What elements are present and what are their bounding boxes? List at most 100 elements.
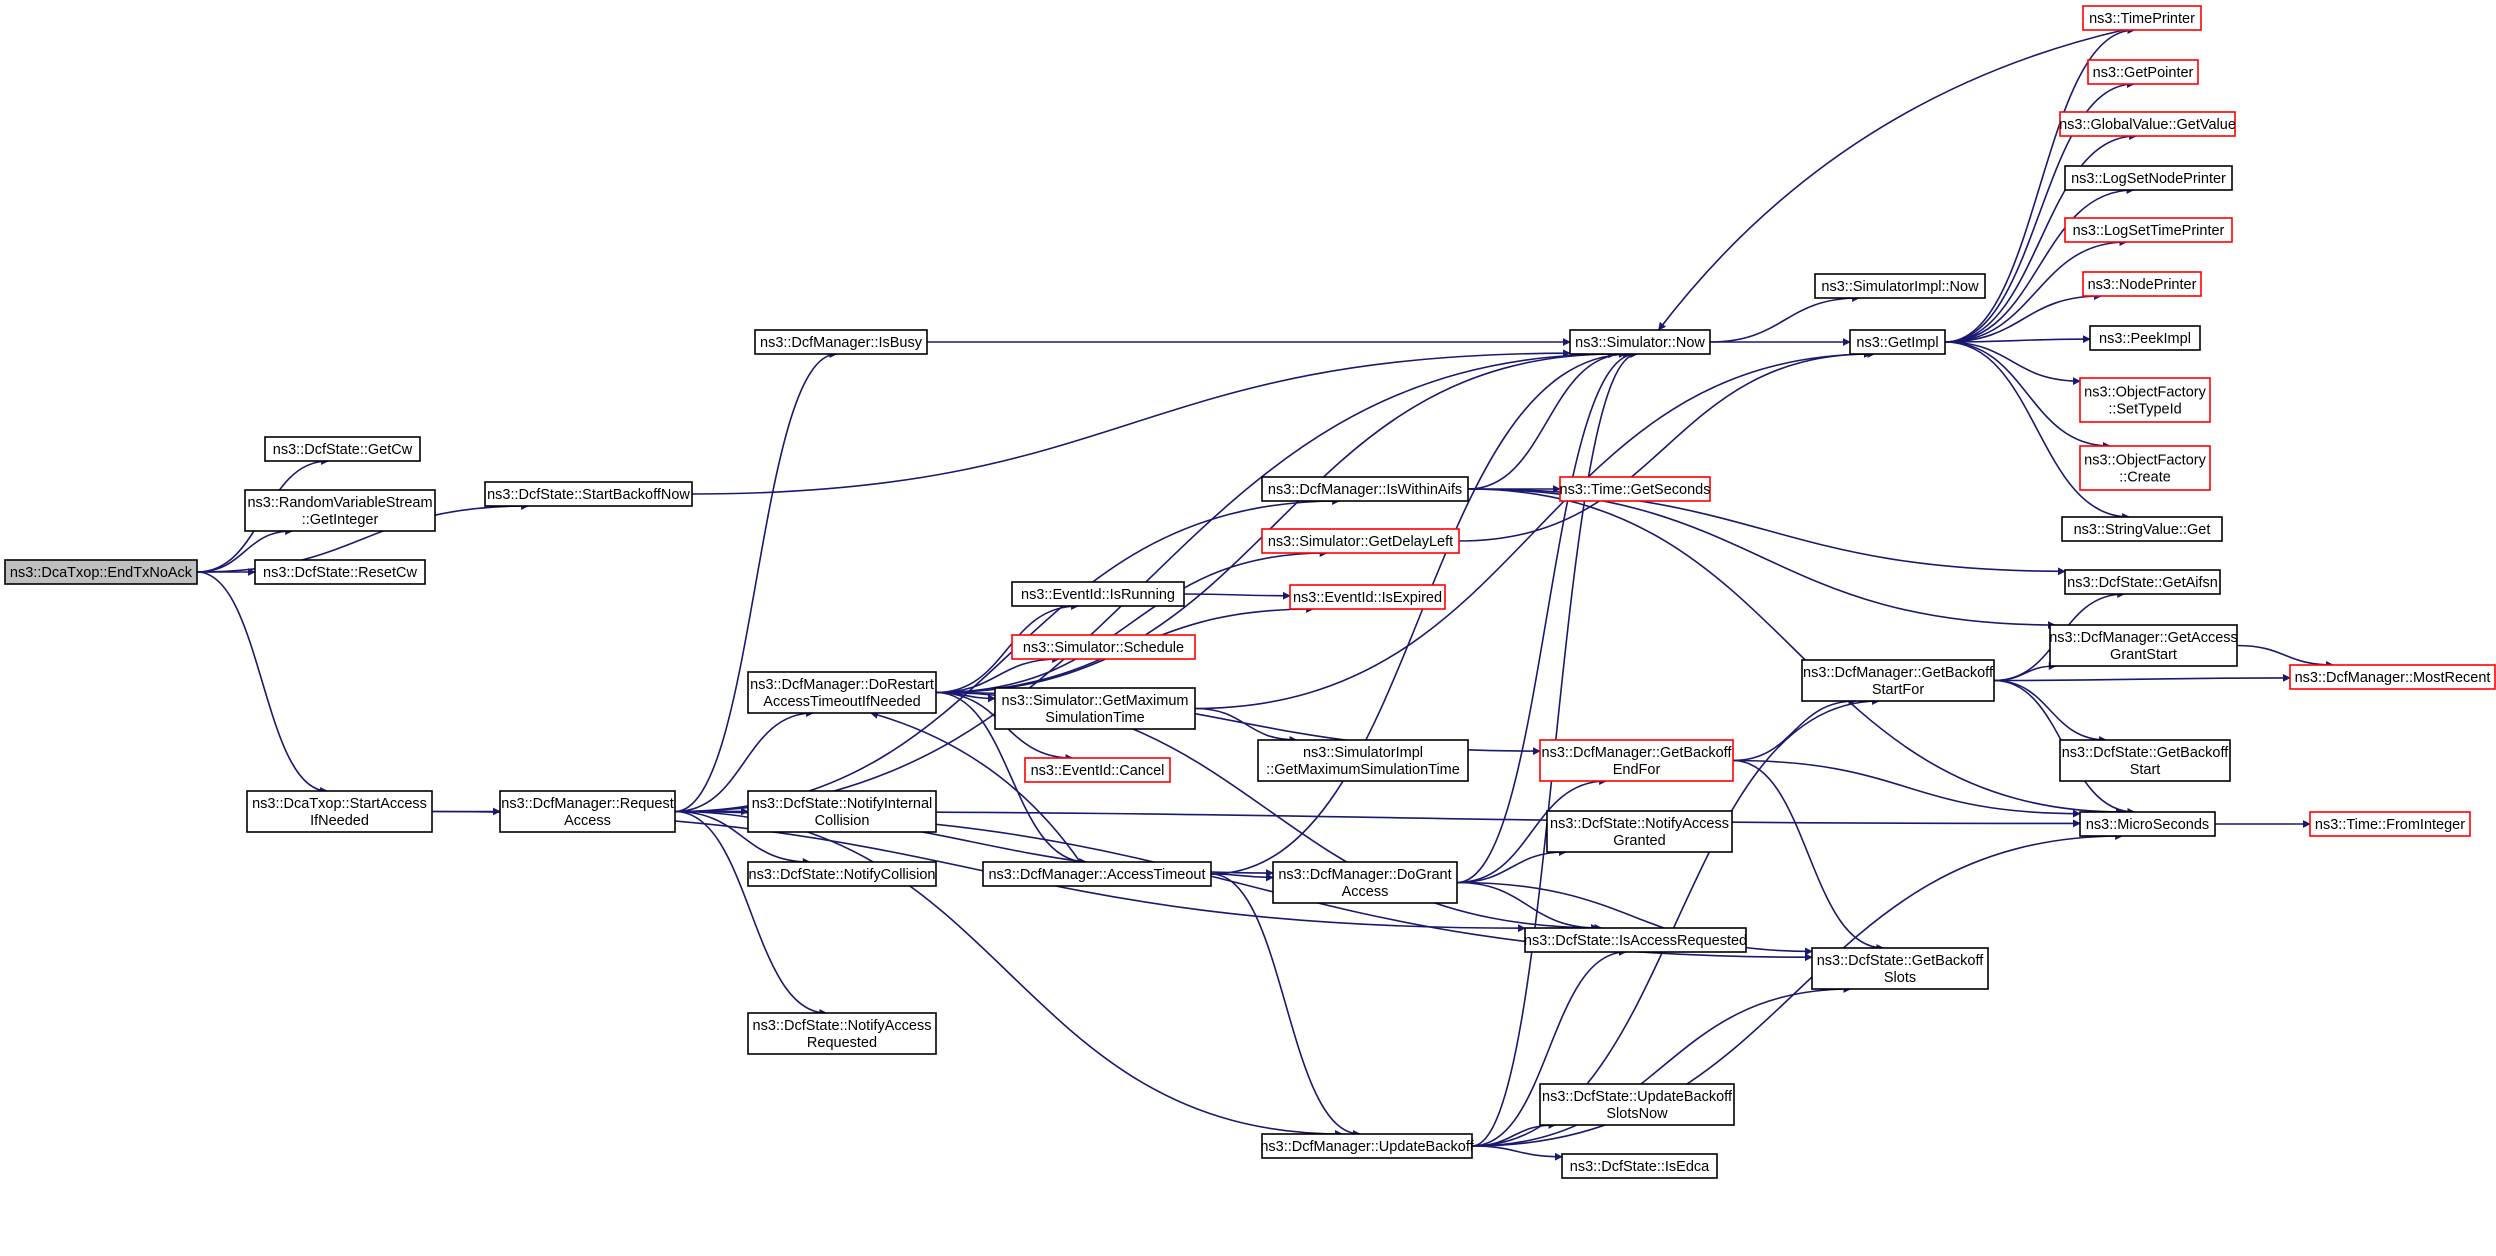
node-peekimpl[interactable]: ns3::PeekImpl	[2089, 325, 2201, 351]
node-box[interactable]	[2049, 624, 2238, 667]
node-startbackoffnow[interactable]: ns3::DcfState::StartBackoffNow	[484, 481, 693, 507]
node-box[interactable]	[2089, 325, 2201, 351]
node-getmaxsim[interactable]: ns3::Simulator::GetMaximumSimulationTime	[994, 687, 1196, 730]
node-box[interactable]	[1539, 739, 1734, 782]
node-updatebackoff[interactable]: ns3::DcfManager::UpdateBackoff	[1260, 1133, 1475, 1159]
node-box[interactable]	[1559, 476, 1711, 502]
node-timeprinter[interactable]: ns3::TimePrinter	[2082, 5, 2202, 31]
node-box[interactable]	[1801, 659, 1995, 702]
node-box[interactable]	[2082, 5, 2202, 31]
node-box[interactable]	[1524, 927, 1747, 953]
node-getdelayleft[interactable]: ns3::Simulator::GetDelayLeft	[1261, 528, 1460, 554]
node-box[interactable]	[2059, 111, 2236, 137]
node-box[interactable]	[994, 687, 1196, 730]
node-box[interactable]	[1257, 739, 1469, 782]
node-box[interactable]	[2064, 165, 2233, 191]
node-box[interactable]	[246, 790, 433, 833]
node-isbusy[interactable]: ns3::DcfManager::IsBusy	[754, 329, 928, 355]
node-box[interactable]	[982, 861, 1212, 887]
node-box[interactable]	[747, 861, 937, 887]
node-box[interactable]	[747, 790, 937, 833]
node-box[interactable]	[1272, 861, 1458, 904]
node-box[interactable]	[244, 489, 436, 532]
node-box[interactable]	[4, 559, 198, 585]
node-schedule[interactable]: ns3::Simulator::Schedule	[1011, 634, 1196, 660]
node-box[interactable]	[1849, 329, 1946, 355]
node-simimplgetmax[interactable]: ns3::SimulatorImpl::GetMaximumSimulation…	[1257, 739, 1469, 782]
node-isaccessreq[interactable]: ns3::DcfState::IsAccessRequested	[1524, 927, 1747, 953]
node-box[interactable]	[2087, 59, 2199, 85]
node-box[interactable]	[2289, 664, 2496, 690]
node-isexpired[interactable]: ns3::EventId::IsExpired	[1289, 584, 1446, 610]
node-stringvalueget[interactable]: ns3::StringValue::Get	[2061, 516, 2223, 542]
node-box[interactable]	[2064, 217, 2233, 243]
node-box[interactable]	[1289, 584, 1446, 610]
node-dorestart[interactable]: ns3::DcfManager::DoRestartAccessTimeoutI…	[747, 671, 937, 714]
node-box[interactable]	[747, 1012, 937, 1055]
node-mostrecent[interactable]: ns3::DcfManager::MostRecent	[2289, 664, 2496, 690]
node-microseconds[interactable]: ns3::MicroSeconds	[2079, 811, 2216, 837]
node-isrunning[interactable]: ns3::EventId::IsRunning	[1011, 581, 1185, 607]
node-gettimeseconds[interactable]: ns3::Time::GetSeconds	[1559, 476, 1711, 502]
node-box[interactable]	[1261, 476, 1469, 502]
node-resetcw[interactable]: ns3::DcfState::ResetCw	[254, 559, 426, 585]
node-logsetnode[interactable]: ns3::LogSetNodePrinter	[2064, 165, 2233, 191]
node-box[interactable]	[2059, 739, 2231, 782]
node-box[interactable]	[2082, 271, 2202, 297]
node-box[interactable]	[1261, 528, 1460, 554]
node-box[interactable]	[1261, 1133, 1473, 1159]
node-ofsettypeid[interactable]: ns3::ObjectFactory::SetTypeId	[2079, 377, 2211, 423]
node-box[interactable]	[1811, 947, 1989, 990]
node-getcw[interactable]: ns3::DcfState::GetCw	[264, 436, 421, 462]
node-cancel[interactable]: ns3::EventId::Cancel	[1024, 757, 1171, 783]
node-box[interactable]	[499, 790, 676, 833]
node-logsettime[interactable]: ns3::LogSetTimePrinter	[2064, 217, 2233, 243]
node-notifycollision[interactable]: ns3::DcfState::NotifyCollision	[747, 861, 937, 887]
node-isedca[interactable]: ns3::DcfState::IsEdca	[1561, 1153, 1718, 1179]
node-box[interactable]	[254, 559, 426, 585]
node-box[interactable]	[2079, 377, 2211, 423]
node-box[interactable]	[2079, 445, 2211, 491]
node-globalvalue[interactable]: ns3::GlobalValue::GetValue	[2059, 111, 2236, 137]
node-box[interactable]	[1569, 329, 1711, 355]
node-box[interactable]	[2064, 569, 2221, 595]
node-box[interactable]	[1011, 581, 1185, 607]
node-getaifsn[interactable]: ns3::DcfState::GetAifsn	[2064, 569, 2221, 595]
node-box[interactable]	[1011, 634, 1196, 660]
node-ofcreate[interactable]: ns3::ObjectFactory::Create	[2079, 445, 2211, 491]
node-accesstimeout[interactable]: ns3::DcfManager::AccessTimeout	[982, 861, 1212, 887]
node-box[interactable]	[2079, 811, 2216, 837]
node-box[interactable]	[1546, 810, 1733, 853]
node-rvs[interactable]: ns3::RandomVariableStream::GetInteger	[244, 489, 436, 532]
node-iswithinaifs[interactable]: ns3::DcfManager::IsWithinAifs	[1261, 476, 1469, 502]
node-nodeprinter[interactable]: ns3::NodePrinter	[2082, 271, 2202, 297]
node-getimpl[interactable]: ns3::GetImpl	[1849, 329, 1946, 355]
node-box[interactable]	[2309, 811, 2471, 837]
node-box[interactable]	[264, 436, 421, 462]
node-frominteger[interactable]: ns3::Time::FromInteger	[2309, 811, 2471, 837]
node-now[interactable]: ns3::Simulator::Now	[1569, 329, 1711, 355]
node-box[interactable]	[1539, 1083, 1735, 1126]
node-box[interactable]	[484, 481, 693, 507]
node-simimplnow[interactable]: ns3::SimulatorImpl::Now	[1814, 273, 1986, 299]
node-getpointer[interactable]: ns3::GetPointer	[2087, 59, 2199, 85]
node-box[interactable]	[754, 329, 928, 355]
node-box[interactable]	[747, 671, 937, 714]
node-box[interactable]	[1814, 273, 1986, 299]
node-endtx[interactable]: ns3::DcaTxop::EndTxNoAck	[4, 559, 198, 585]
node-box[interactable]	[1024, 757, 1171, 783]
node-box[interactable]	[2061, 516, 2223, 542]
node-box[interactable]	[1561, 1153, 1718, 1179]
